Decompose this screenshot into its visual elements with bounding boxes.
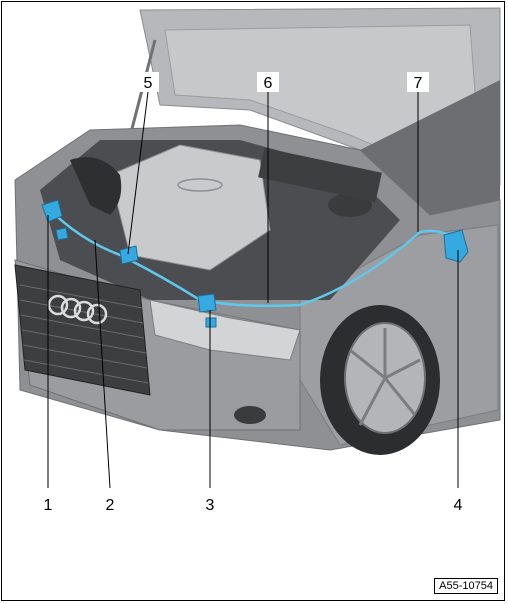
component-5-module	[119, 245, 139, 265]
component-1b-connector	[55, 227, 69, 241]
cowl-panel	[258, 147, 382, 203]
fog-light	[234, 406, 266, 424]
component-3b-connector	[205, 317, 217, 328]
brand-rings-logo	[47, 294, 108, 325]
grille-slats	[19, 284, 149, 384]
component-1-sensor	[41, 199, 63, 223]
engine-cover-logo	[177, 178, 223, 192]
headlight	[149, 299, 301, 361]
air-intake-duct	[70, 157, 122, 215]
callout-3: 3	[206, 497, 215, 514]
wiring-harness	[47, 207, 459, 308]
callout-1: 1	[44, 497, 53, 514]
windshield	[360, 80, 500, 215]
wheel-spokes	[349, 328, 421, 426]
leader-lines	[47, 91, 459, 489]
callout-6-box	[257, 72, 279, 92]
callout-7-box	[407, 72, 429, 92]
callout-5: 5	[144, 75, 153, 92]
callout-4: 4	[454, 497, 463, 514]
component-4-unit	[443, 229, 469, 263]
callout-7: 7	[414, 75, 423, 92]
component-3-sensor	[197, 293, 217, 313]
callout-5-box	[137, 72, 159, 92]
figure-reference: A55-10754	[434, 578, 498, 594]
callout-2: 2	[106, 497, 115, 514]
callout-6: 6	[264, 75, 273, 92]
